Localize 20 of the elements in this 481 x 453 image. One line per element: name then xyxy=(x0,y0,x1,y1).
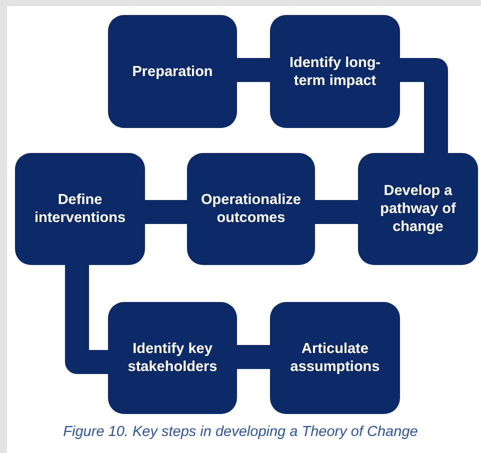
step-label: Operationalize outcomes xyxy=(200,191,302,227)
step-label: Develop a pathway of change xyxy=(379,182,457,236)
connector-band xyxy=(237,58,270,82)
figure-caption: Figure 10. Key steps in developing a Theory of Change xyxy=(62,424,419,440)
step-label: Articulate assumptions xyxy=(289,340,381,376)
step-box xyxy=(15,153,145,265)
step-label: Define interventions xyxy=(33,191,127,227)
step-box xyxy=(270,302,400,414)
step-label: Preparation xyxy=(132,62,213,80)
connector-band xyxy=(237,345,270,369)
connector-band xyxy=(65,265,108,374)
step-box xyxy=(270,15,400,128)
connector-band xyxy=(400,58,448,153)
step-box xyxy=(108,15,237,128)
step-label: Identify long-term impact xyxy=(288,54,382,90)
step-box xyxy=(187,153,315,265)
connector-band xyxy=(145,200,187,224)
step-box xyxy=(358,153,478,265)
step-box xyxy=(108,302,237,414)
step-label: Identify key stakeholders xyxy=(126,340,218,376)
